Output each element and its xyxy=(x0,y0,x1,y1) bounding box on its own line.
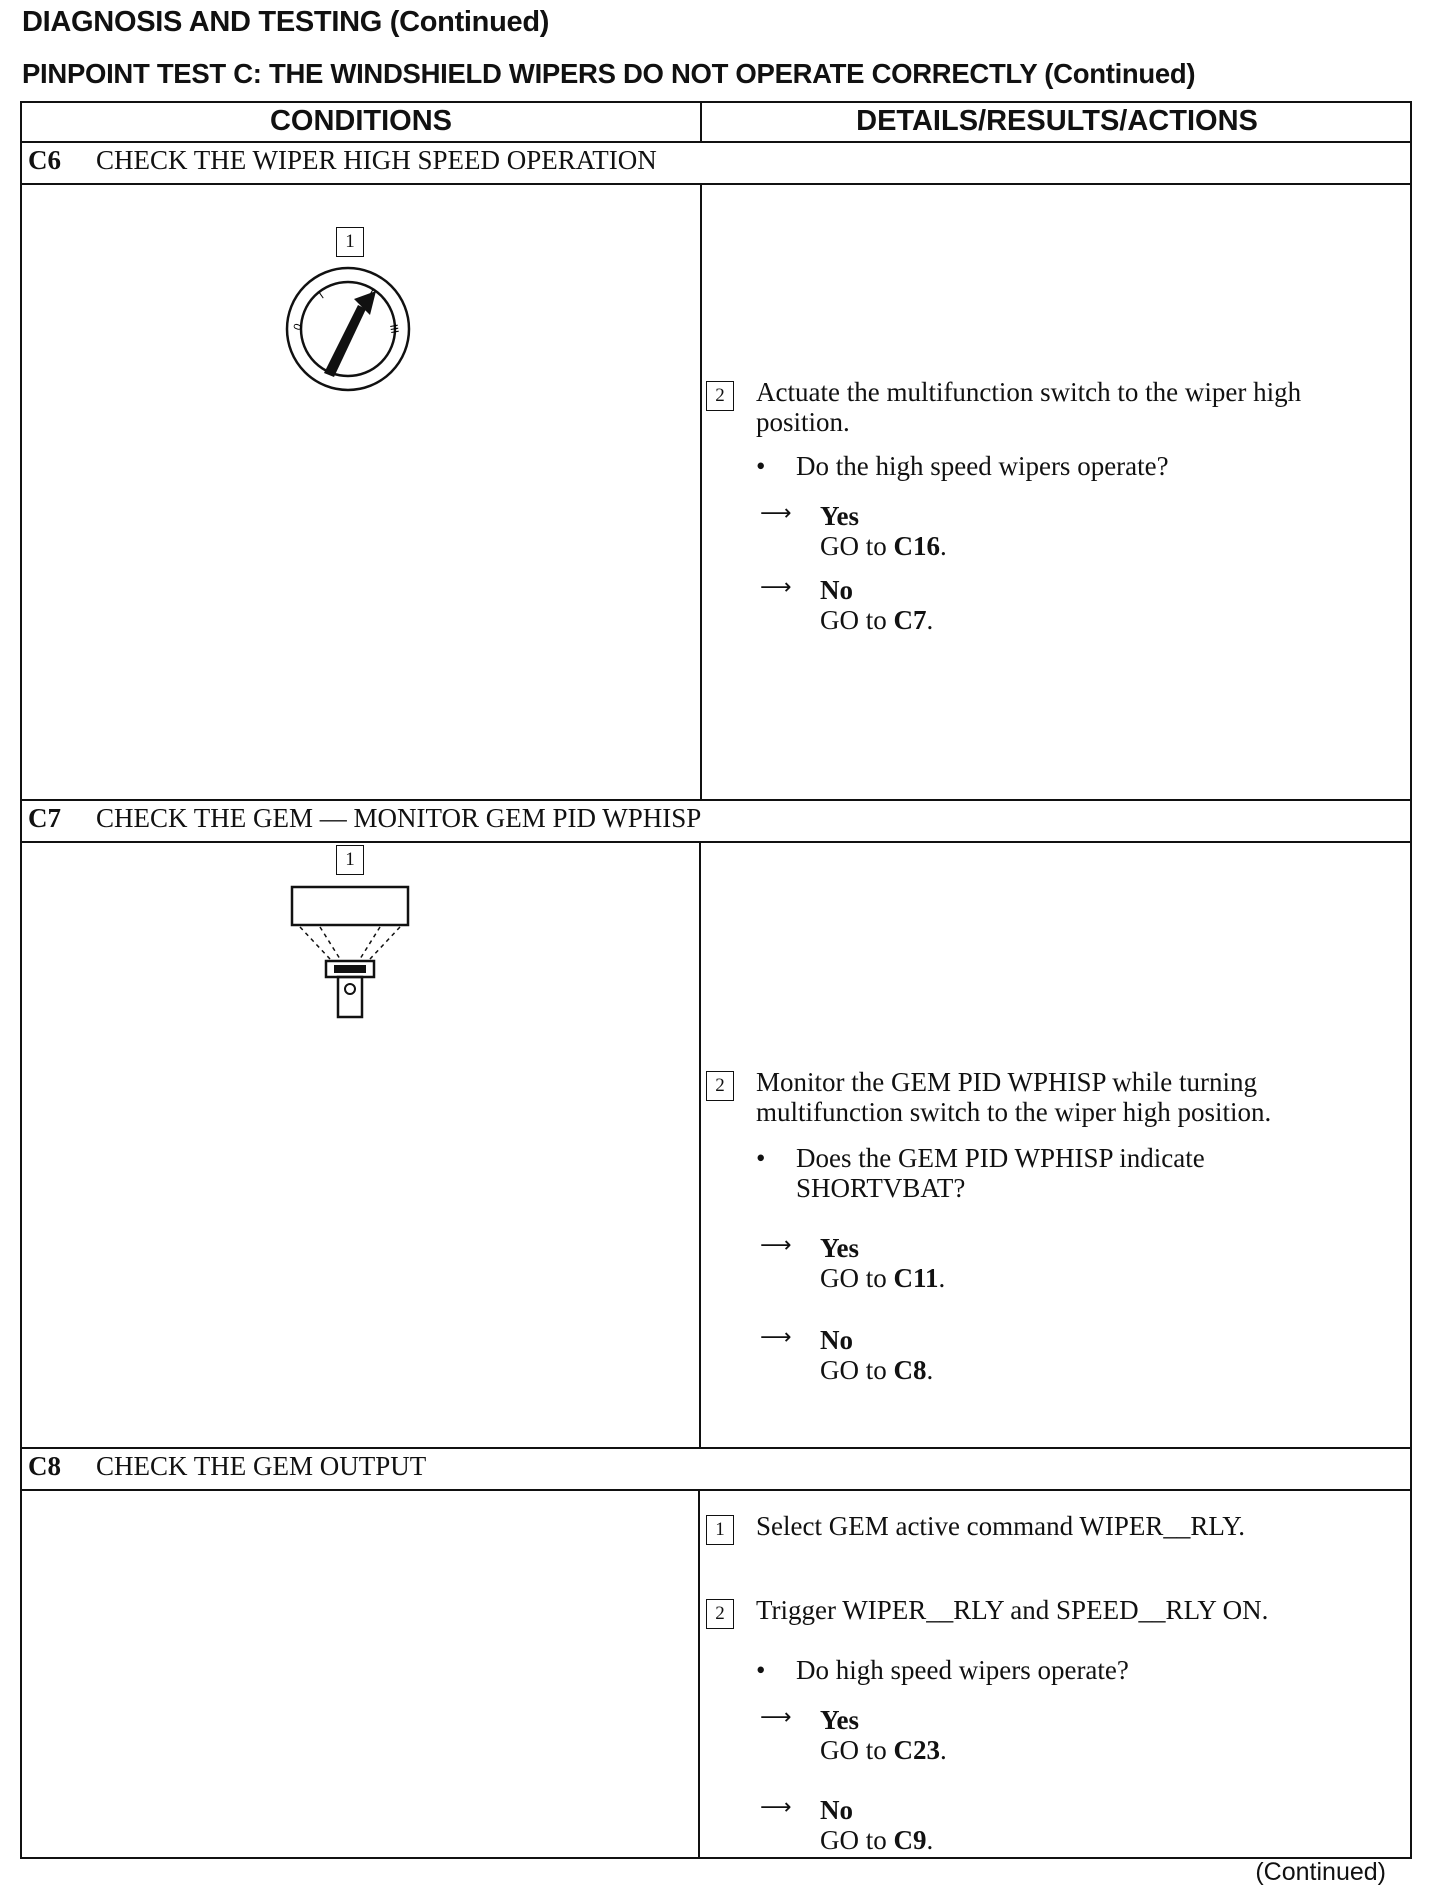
svg-text:0: 0 xyxy=(292,322,305,332)
callout-number: 1 xyxy=(336,845,364,875)
arrow-right-icon: ⟶ xyxy=(760,1705,792,1730)
action-number: 2 xyxy=(706,381,734,411)
question-text: Does the GEM PID WPHISP indicate SHORTVB… xyxy=(796,1143,1205,1203)
result-yes: ⟶ Yes GO to C16. xyxy=(760,501,947,561)
goto-instruction: GO to C7. xyxy=(820,605,933,635)
arrow-right-icon: ⟶ xyxy=(760,1795,792,1820)
step-title: CHECK THE WIPER HIGH SPEED OPERATION xyxy=(96,145,657,175)
step-id: C8 xyxy=(28,1451,61,1481)
pinpoint-test-title: PINPOINT TEST C: THE WINDSHIELD WIPERS D… xyxy=(22,58,1196,89)
conditions-column-header: CONDITIONS xyxy=(269,105,453,137)
result-yes: ⟶ Yes GO to C23. xyxy=(760,1705,947,1765)
goto-target: C9 xyxy=(893,1825,927,1855)
step-title: CHECK THE GEM — MONITOR GEM PID WPHISP xyxy=(96,803,702,833)
page-heading: DIAGNOSIS AND TESTING (Continued) xyxy=(22,6,550,38)
result-no: ⟶ No GO to C9. xyxy=(760,1795,933,1855)
goto-suffix: . xyxy=(938,1263,946,1293)
step-header-c6: C6 CHECK THE WIPER HIGH SPEED OPERATION xyxy=(28,145,657,176)
goto-suffix: . xyxy=(926,605,934,635)
goto-target: C11 xyxy=(893,1263,939,1293)
question: •Does the GEM PID WPHISP indicate SHORTV… xyxy=(756,1143,1205,1203)
goto-prefix: GO to xyxy=(820,1355,894,1385)
goto-suffix: . xyxy=(940,1735,947,1765)
goto-instruction: GO to C11. xyxy=(820,1263,945,1293)
action-text: Trigger WIPER__RLY and SPEED__RLY ON. xyxy=(756,1595,1269,1625)
result-no: ⟶ No GO to C8. xyxy=(760,1325,933,1385)
svg-text:I: I xyxy=(317,290,326,302)
step-header-c7: C7 CHECK THE GEM — MONITOR GEM PID WPHISP xyxy=(28,803,701,834)
details-column-header: DETAILS/RESULTS/ACTIONS xyxy=(856,105,1258,137)
ignition-switch-icon: 0 I II III xyxy=(285,266,411,392)
result-answer: No xyxy=(820,575,853,605)
continued-footer: (Continued) xyxy=(1255,1858,1386,1886)
goto-instruction: GO to C23. xyxy=(820,1735,947,1765)
goto-target: C7 xyxy=(893,605,927,635)
goto-target: C23 xyxy=(893,1735,941,1765)
goto-prefix: GO to xyxy=(820,1263,894,1293)
goto-target: C8 xyxy=(893,1355,927,1385)
action-number: 2 xyxy=(706,1071,734,1101)
goto-prefix: GO to xyxy=(820,1735,894,1765)
arrow-right-icon: ⟶ xyxy=(760,575,792,600)
step-title: CHECK THE GEM OUTPUT xyxy=(96,1451,427,1481)
question-text: Do high speed wipers operate? xyxy=(796,1655,1129,1685)
action-text: Select GEM active command WIPER__RLY. xyxy=(756,1511,1245,1541)
result-no: ⟶ No GO to C7. xyxy=(760,575,933,635)
goto-suffix: . xyxy=(926,1355,934,1385)
arrow-right-icon: ⟶ xyxy=(760,501,792,526)
result-answer: Yes xyxy=(820,1233,859,1263)
question: •Do the high speed wipers operate? xyxy=(756,451,1169,481)
goto-prefix: GO to xyxy=(820,1825,894,1855)
goto-instruction: GO to C8. xyxy=(820,1355,933,1385)
arrow-right-icon: ⟶ xyxy=(760,1325,792,1350)
goto-suffix: . xyxy=(926,1825,934,1855)
arrow-right-icon: ⟶ xyxy=(760,1233,792,1258)
step-header-c8: C8 CHECK THE GEM OUTPUT xyxy=(28,1451,426,1482)
scan-tool-connector-icon xyxy=(290,885,410,1019)
svg-text:III: III xyxy=(387,323,400,334)
goto-instruction: GO to C16. xyxy=(820,531,947,561)
goto-instruction: GO to C9. xyxy=(820,1825,933,1855)
action-number: 1 xyxy=(706,1515,734,1545)
action-text: Actuate the multifunction switch to the … xyxy=(756,377,1302,437)
goto-prefix: GO to xyxy=(820,605,894,635)
result-answer: No xyxy=(820,1795,853,1825)
result-answer: Yes xyxy=(820,1705,859,1735)
step-id: C7 xyxy=(28,803,61,833)
step-id: C6 xyxy=(28,145,61,175)
goto-prefix: GO to xyxy=(820,531,894,561)
goto-target: C16 xyxy=(893,531,941,561)
action-number: 2 xyxy=(706,1599,734,1629)
goto-suffix: . xyxy=(940,531,947,561)
result-yes: ⟶ Yes GO to C11. xyxy=(760,1233,945,1293)
result-answer: No xyxy=(820,1325,853,1355)
result-answer: Yes xyxy=(820,501,859,531)
question: •Do high speed wipers operate? xyxy=(756,1655,1129,1685)
action-text: Monitor the GEM PID WPHISP while turning… xyxy=(756,1067,1272,1127)
callout-number: 1 xyxy=(336,227,364,257)
question-text: Do the high speed wipers operate? xyxy=(796,451,1169,481)
